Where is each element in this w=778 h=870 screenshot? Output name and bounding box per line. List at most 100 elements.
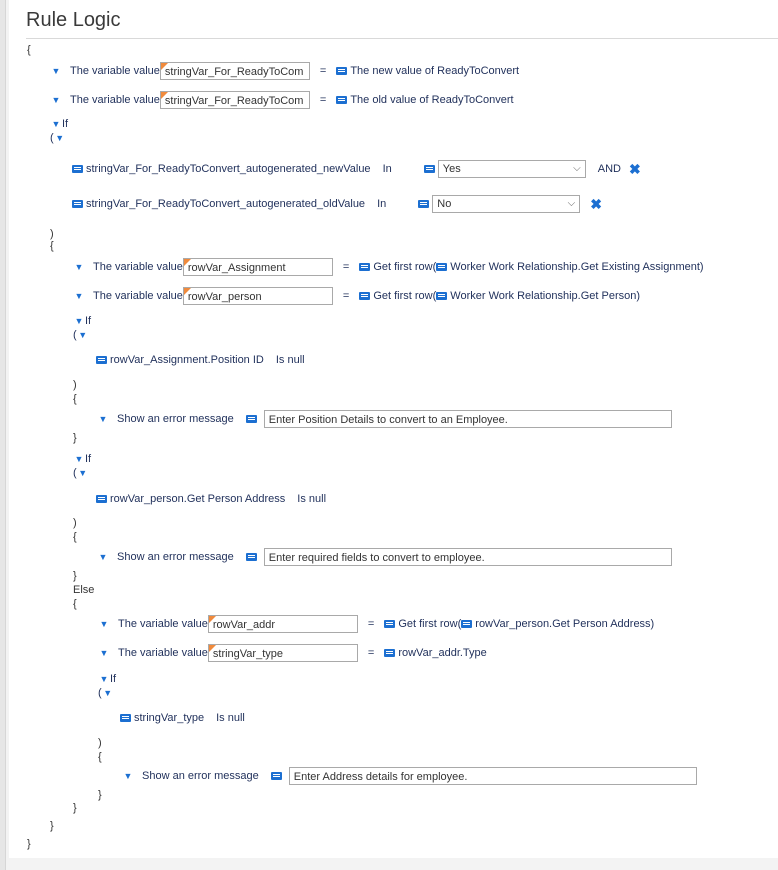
variable-input[interactable]: stringVar_For_ReadyToCom <box>159 91 310 109</box>
close-paren: ) <box>73 517 77 529</box>
caret-down-icon[interactable]: ▼ <box>98 414 108 424</box>
value-dropdown[interactable]: Yes ⌵ <box>437 160 586 178</box>
caret-down-icon[interactable]: ▼ <box>51 66 61 76</box>
variable-label: The variable value <box>118 647 208 659</box>
variable-label: The variable value <box>93 261 183 273</box>
error-label: Show an error message <box>117 413 234 425</box>
open-brace: { <box>98 751 102 763</box>
close-brace: } <box>73 570 77 582</box>
caret-down-icon[interactable]: ▼ <box>74 291 84 301</box>
error-message-input[interactable]: Enter required fields to convert to empl… <box>263 548 672 566</box>
assigned-value[interactable]: Get first row( <box>373 261 437 273</box>
caret-down-icon[interactable]: ▼ <box>78 330 88 340</box>
variable-input[interactable]: stringVar_For_ReadyToCom <box>159 62 310 80</box>
else-keyword: Else <box>73 584 95 596</box>
divider <box>26 38 778 39</box>
rule-logic-panel: Rule Logic <box>9 0 778 858</box>
remove-icon[interactable]: ✖ <box>590 195 602 212</box>
field-icon <box>384 649 396 657</box>
condition-field[interactable]: stringVar_type <box>134 712 205 724</box>
variable-label: The variable value <box>93 290 183 302</box>
error-row-1: ▼ Show an error message Enter Position D… <box>97 409 672 429</box>
dropdown-value: No <box>437 198 452 210</box>
assignment-row-5: ▼ The variable value rowVar_addr = Get f… <box>98 614 654 634</box>
close-brace: } <box>73 432 77 444</box>
condition-row-3: rowVar_Assignment.Position ID Is null <box>96 350 305 370</box>
assignment-row-3: ▼ The variable value rowVar_Assignment =… <box>73 257 704 277</box>
field-icon <box>359 292 371 300</box>
variable-label: The variable value <box>70 65 160 77</box>
field-icon <box>336 96 348 104</box>
error-message-input[interactable]: Enter Position Details to convert to an … <box>263 410 672 428</box>
assigned-value-inner[interactable]: Worker Work Relationship.Get Person) <box>450 290 640 302</box>
variable-label: The variable value <box>70 94 160 106</box>
assigned-value-inner[interactable]: rowVar_person.Get Person Address) <box>475 618 655 630</box>
field-icon <box>270 772 282 780</box>
close-brace: } <box>50 820 54 832</box>
caret-down-icon[interactable]: ▼ <box>99 648 109 658</box>
close-paren: ) <box>98 737 102 749</box>
caret-down-icon[interactable]: ▼ <box>74 316 84 326</box>
is-null-operator: Is null <box>297 493 327 505</box>
field-icon <box>436 292 448 300</box>
condition-field[interactable]: stringVar_For_ReadyToConvert_autogenerat… <box>86 198 366 210</box>
condition-row-4: rowVar_person.Get Person Address Is null <box>96 489 326 509</box>
caret-down-icon[interactable]: ▼ <box>74 262 84 272</box>
condition-field[interactable]: rowVar_person.Get Person Address <box>110 493 286 505</box>
caret-down-icon[interactable]: ▼ <box>55 133 65 143</box>
assigned-value[interactable]: Get first row( <box>398 618 462 630</box>
caret-down-icon[interactable]: ▼ <box>74 454 84 464</box>
value-dropdown[interactable]: No ⌵ <box>432 195 581 213</box>
caret-down-icon[interactable]: ▼ <box>99 619 109 629</box>
condition-row-2: stringVar_For_ReadyToConvert_autogenerat… <box>72 194 602 214</box>
field-icon <box>336 67 348 75</box>
field-icon <box>72 165 83 173</box>
assigned-value[interactable]: Get first row( <box>373 290 437 302</box>
variable-input[interactable]: rowVar_person <box>182 287 333 305</box>
error-message-input[interactable]: Enter Address details for employee. <box>288 767 697 785</box>
caret-down-icon[interactable]: ▼ <box>78 468 88 478</box>
dropdown-chevron-icon: ⌵ <box>573 163 581 174</box>
equals-sign: = <box>367 618 375 630</box>
in-operator: In <box>382 163 392 175</box>
condition-row-1: stringVar_For_ReadyToConvert_autogenerat… <box>72 159 641 179</box>
field-icon <box>461 620 473 628</box>
caret-down-icon[interactable]: ▼ <box>51 95 61 105</box>
caret-down-icon[interactable]: ▼ <box>103 688 113 698</box>
assigned-value-inner[interactable]: Worker Work Relationship.Get Existing As… <box>450 261 704 273</box>
open-paren-row: ( ▼ <box>98 686 114 700</box>
open-brace: { <box>73 393 77 405</box>
assignment-row-4: ▼ The variable value rowVar_person = Get… <box>73 286 640 306</box>
dropdown-value: Yes <box>442 163 461 175</box>
field-icon <box>245 415 257 423</box>
error-row-3: ▼ Show an error message Enter Address de… <box>122 766 697 786</box>
close-brace: } <box>27 838 31 850</box>
variable-label: The variable value <box>118 618 208 630</box>
variable-input[interactable]: rowVar_Assignment <box>182 258 333 276</box>
caret-down-icon[interactable]: ▼ <box>51 119 61 129</box>
field-icon <box>359 263 371 271</box>
variable-input[interactable]: stringVar_type <box>207 644 358 662</box>
if-keyword: If <box>110 673 117 685</box>
left-strip <box>0 0 6 870</box>
and-operator: AND <box>597 163 621 175</box>
error-label: Show an error message <box>117 551 234 563</box>
equals-sign: = <box>319 65 327 77</box>
close-paren: ) <box>73 379 77 391</box>
caret-down-icon[interactable]: ▼ <box>99 674 109 684</box>
assigned-value[interactable]: The old value of ReadyToConvert <box>350 94 514 106</box>
open-brace: { <box>27 44 31 56</box>
open-paren-row: ( ▼ <box>50 131 66 145</box>
dropdown-chevron-icon: ⌵ <box>567 198 576 209</box>
condition-field[interactable]: stringVar_For_ReadyToConvert_autogenerat… <box>86 163 371 175</box>
if-keyword: If <box>85 315 92 327</box>
assignment-row-6: ▼ The variable value stringVar_type = ro… <box>98 643 487 663</box>
field-icon <box>96 495 107 503</box>
caret-down-icon[interactable]: ▼ <box>123 771 133 781</box>
assigned-value[interactable]: The new value of ReadyToConvert <box>350 65 520 77</box>
condition-field[interactable]: rowVar_Assignment.Position ID <box>110 354 264 366</box>
assigned-value[interactable]: rowVar_addr.Type <box>398 647 487 659</box>
caret-down-icon[interactable]: ▼ <box>98 552 108 562</box>
variable-input[interactable]: rowVar_addr <box>207 615 358 633</box>
remove-icon[interactable]: ✖ <box>628 160 641 177</box>
